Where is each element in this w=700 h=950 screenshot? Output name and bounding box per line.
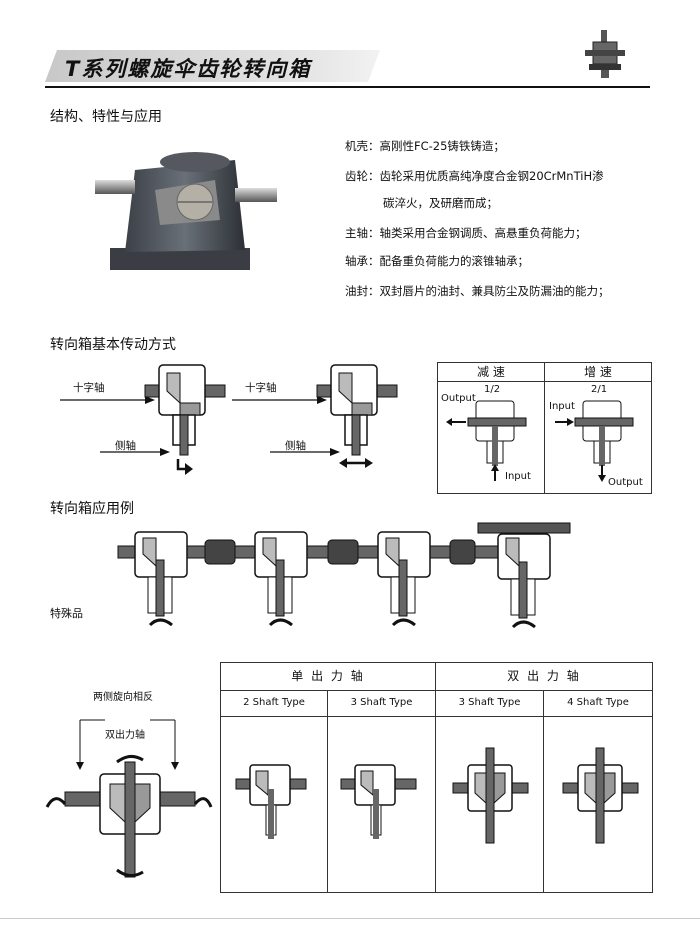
spec-oil-seal: 油封：双封唇片的油封、兼具防尘及防漏油的能力； <box>345 284 610 298</box>
special-label: 特殊品 <box>50 607 83 620</box>
ratio-increase: 2/1 <box>591 384 608 395</box>
reduce-header: 减 速 <box>438 363 545 382</box>
two-shaft-diagram <box>235 764 307 839</box>
dual-shaft-label: 双出力轴 <box>105 730 145 741</box>
cross-shaft-label-1: 十字轴 <box>73 382 105 394</box>
gearbox-diagram-1 <box>144 364 226 475</box>
increase-header: 增 速 <box>545 363 651 382</box>
cross-shaft-label-2: 十字轴 <box>245 382 277 394</box>
output-label-2: Output <box>608 477 643 488</box>
table-divider <box>327 690 328 892</box>
table-divider <box>543 690 544 892</box>
table-header-row: 单 出 力 轴 双 出 力 轴 <box>221 663 652 691</box>
arrow-icon <box>232 396 327 404</box>
table-divider <box>544 363 545 493</box>
ratio-table: 减 速 增 速 1/2 Output Input 2/1 Input Outpu… <box>437 362 652 494</box>
opposite-rotation-label: 两侧旋向相反 <box>93 692 153 703</box>
spec-shaft: 主轴：轴类采用合金钢调质、高悬重负荷能力； <box>345 226 587 240</box>
side-shaft-label-2: 侧轴 <box>285 440 306 452</box>
section-structure-title: 结构、特性与应用 <box>50 109 162 125</box>
gearbox-photo <box>95 152 277 270</box>
type-cell-1: 2 Shaft Type <box>243 697 305 708</box>
section-drive-modes-title: 转向箱基本传动方式 <box>50 337 176 353</box>
application-diagram <box>117 522 571 629</box>
side-shaft-label-1: 侧轴 <box>115 440 136 452</box>
spec-bearing: 轴承：配备重负荷能力的滚锥轴承； <box>345 254 529 268</box>
dual-shaft-diagram <box>45 719 213 878</box>
three-shaft-dual-diagram <box>452 747 529 844</box>
output-label-1: Output <box>441 393 476 404</box>
section-examples-title: 转向箱应用例 <box>50 501 134 517</box>
spec-gear: 齿轮：齿轮采用优质高纯净度合金钢20CrMnTiH渗 <box>345 169 604 183</box>
arrow-icon <box>100 448 170 456</box>
ratio-reduce: 1/2 <box>484 384 501 395</box>
spec-housing: 机壳：高刚性FC-25铸铁铸造； <box>345 139 505 153</box>
increase-diagram <box>555 400 634 482</box>
gearbox-unit <box>254 531 308 617</box>
dual-output-header: 双 出 力 轴 <box>507 669 581 683</box>
spec-gear-cont: 碳淬火，及研磨而成； <box>383 196 498 210</box>
reduce-diagram <box>446 400 527 481</box>
gearbox-unit <box>497 533 551 619</box>
table-divider <box>435 663 436 892</box>
input-label-1: Input <box>505 471 531 482</box>
type-cell-4: 4 Shaft Type <box>567 697 629 708</box>
page-bottom-rule <box>0 918 700 919</box>
input-label-2: Input <box>549 401 575 412</box>
gearbox-unit <box>377 531 431 617</box>
table-type-row: 2 Shaft Type 3 Shaft Type 3 Shaft Type 4… <box>221 690 652 717</box>
gearbox-thumbnail-icon <box>585 30 625 78</box>
gearbox-diagram-2 <box>316 364 398 468</box>
three-shaft-diagram <box>340 764 417 839</box>
single-output-header: 单 出 力 轴 <box>291 669 365 683</box>
type-cell-2: 3 Shaft Type <box>350 697 413 708</box>
title-divider <box>45 86 650 88</box>
shaft-type-table: 单 出 力 轴 双 出 力 轴 2 Shaft Type 3 Shaft Typ… <box>220 662 653 893</box>
type-cell-3: 3 Shaft Type <box>458 697 521 708</box>
arrow-icon <box>60 396 155 404</box>
title-banner <box>45 50 380 82</box>
page-title: T系列螺旋伞齿轮转向箱 <box>65 57 312 81</box>
arrow-icon <box>270 448 340 456</box>
four-shaft-diagram <box>562 747 639 844</box>
gearbox-unit <box>134 531 188 617</box>
